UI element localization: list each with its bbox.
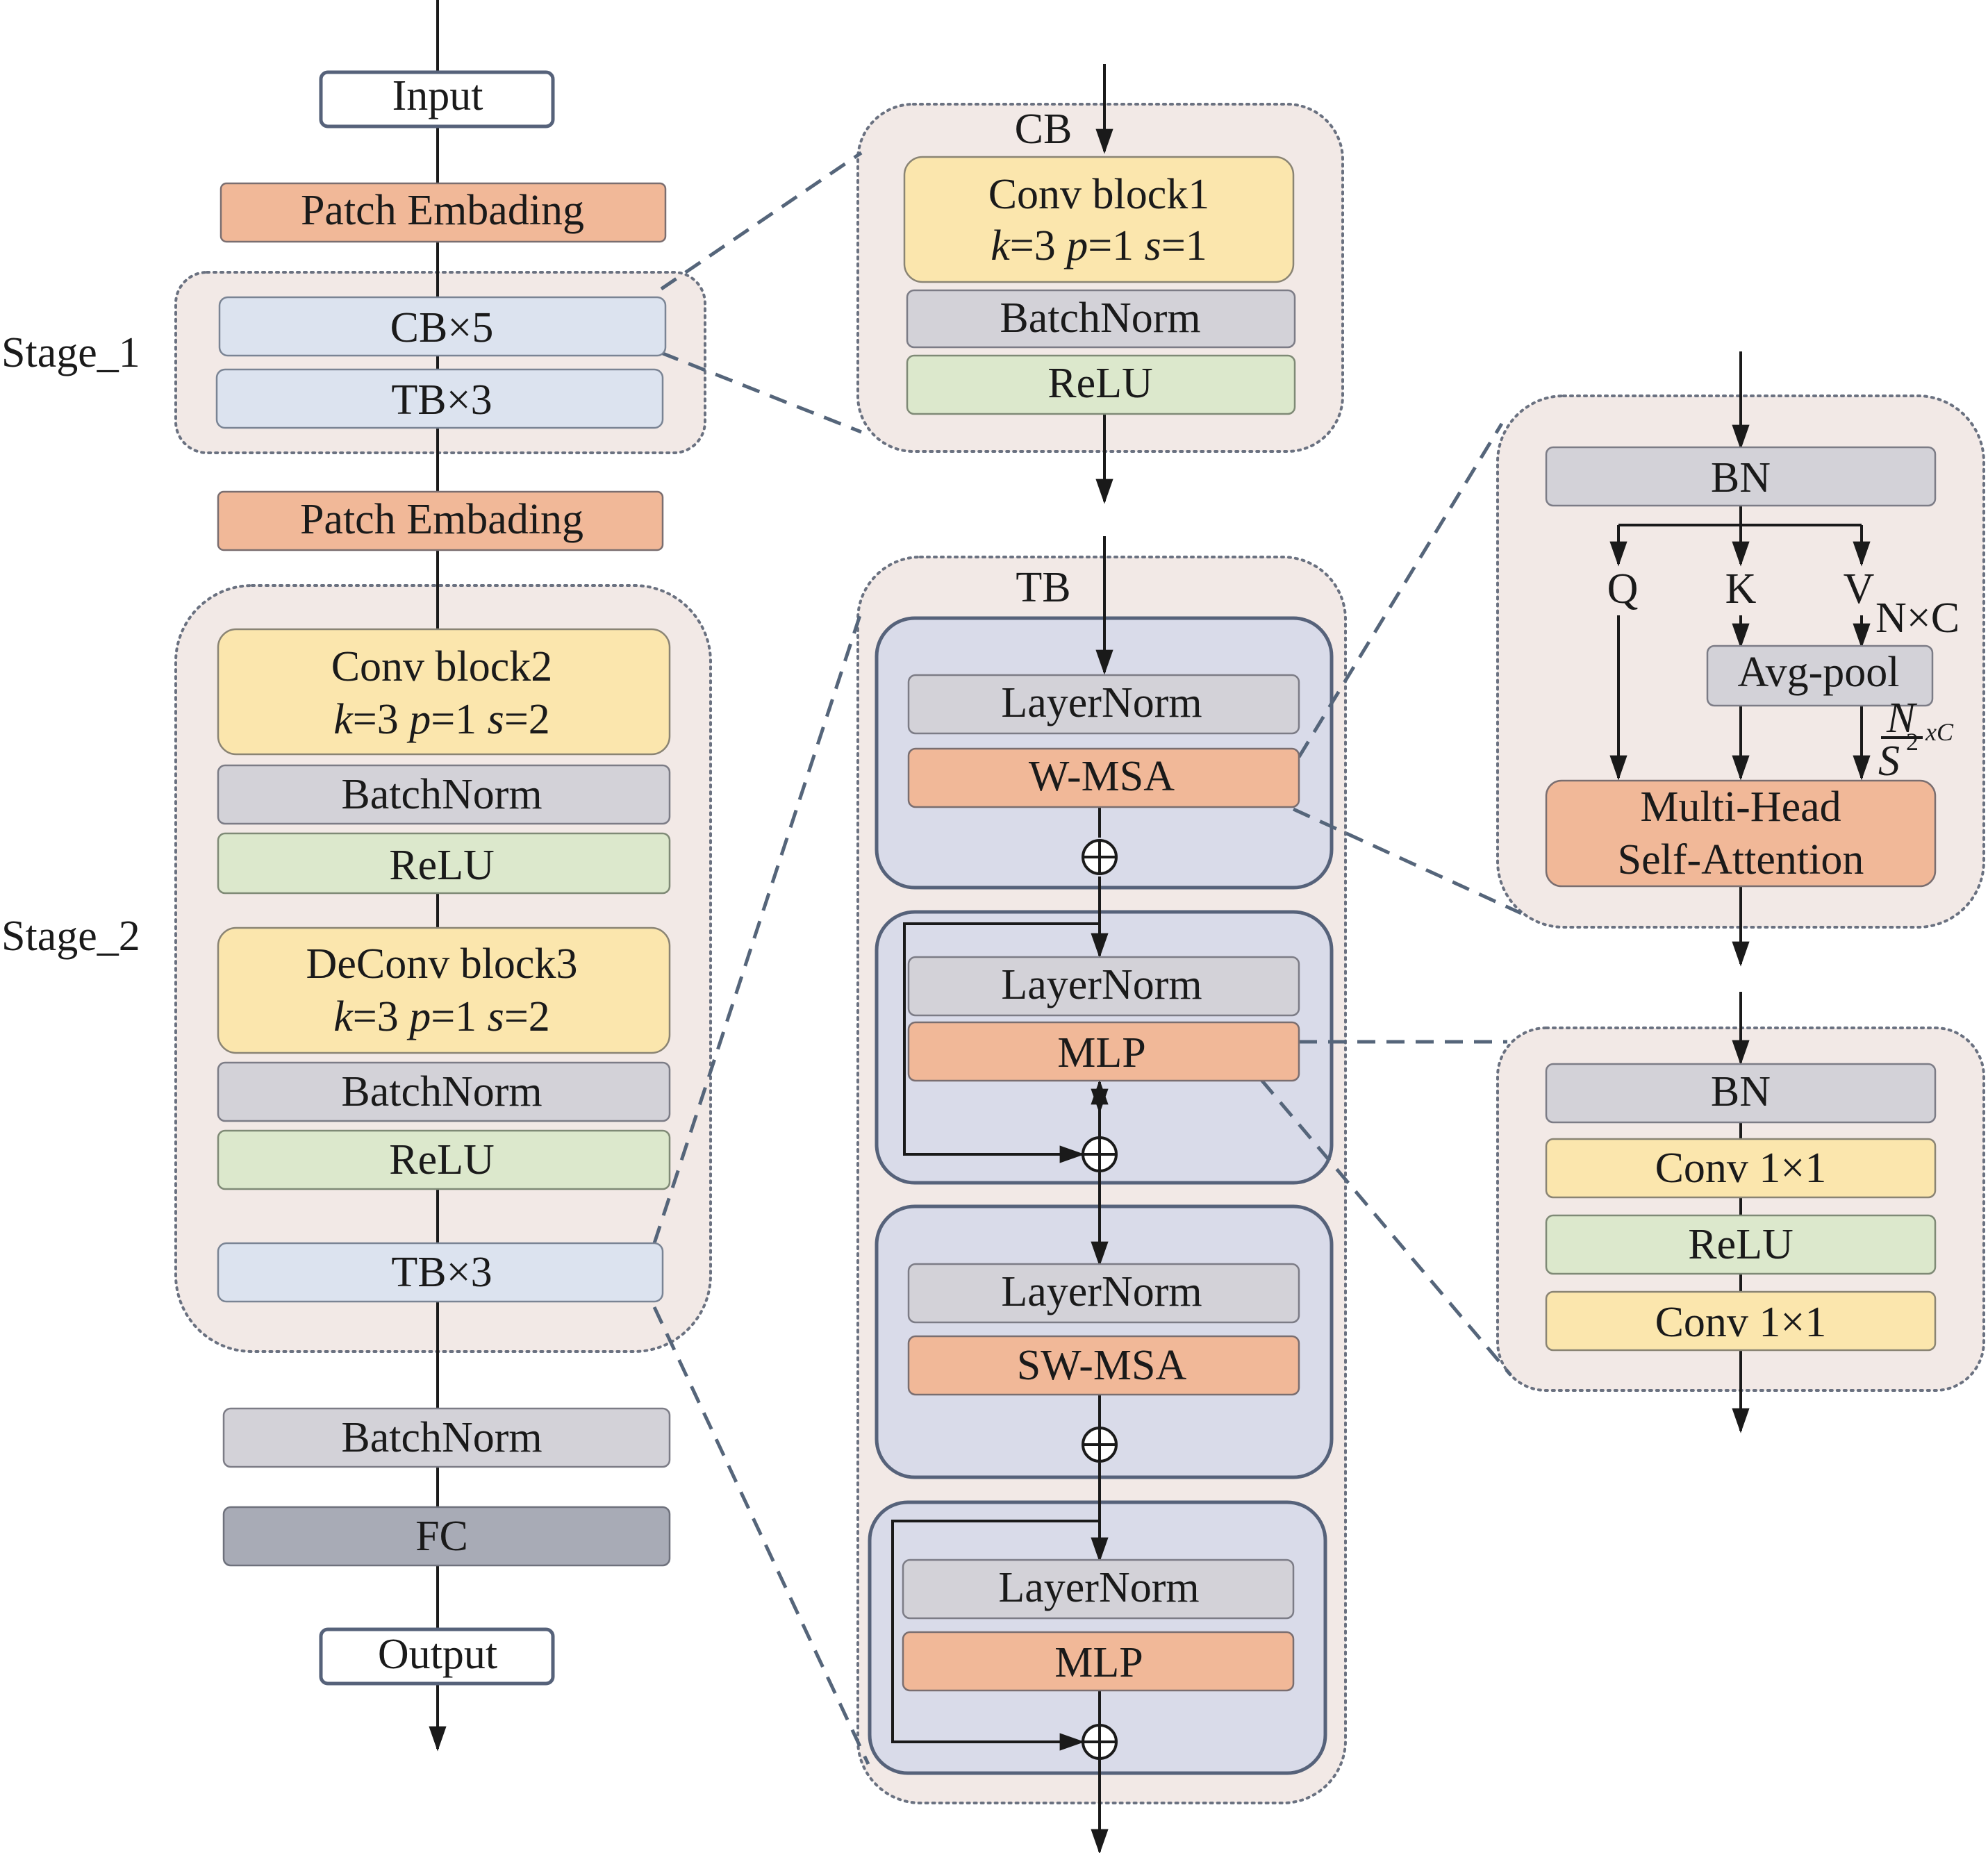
cb-x5-label: CB×5 bbox=[390, 304, 494, 351]
frac-suffix: xC bbox=[1925, 718, 1954, 746]
mlp-zoom-line-bottom bbox=[1260, 1079, 1512, 1377]
tb-layernorm-4 bbox=[902, 1559, 1295, 1620]
tb-layernorm-3 bbox=[907, 1263, 1300, 1324]
conv-block2-params: k=3 p=1 s=2 bbox=[333, 696, 550, 743]
tb-mlp-2-label: MLP bbox=[1054, 1639, 1143, 1686]
frac-numerator: N bbox=[1886, 695, 1918, 742]
cb-batchnorm bbox=[906, 289, 1296, 349]
tb-layernorm-2 bbox=[907, 956, 1300, 1017]
patch-embedding-1 bbox=[219, 182, 667, 243]
conv-block1-title: Conv block1 bbox=[988, 171, 1210, 218]
tb-mlp-1-label: MLP bbox=[1057, 1029, 1145, 1077]
frac-exponent: 2 bbox=[1906, 728, 1919, 756]
patch-embedding-2-label: Patch Embading bbox=[300, 496, 583, 543]
batchnorm-2-label: BatchNorm bbox=[341, 1068, 542, 1115]
fc-box bbox=[222, 1506, 671, 1567]
relu-2-label: ReLU bbox=[389, 1136, 495, 1183]
fc-label: FC bbox=[415, 1513, 468, 1560]
tb-wmsa bbox=[907, 747, 1300, 808]
multi-head-self-attention bbox=[1545, 779, 1937, 888]
relu-1-label: ReLU bbox=[389, 842, 495, 889]
mlp-conv-b bbox=[1545, 1290, 1937, 1352]
avg-pool bbox=[1706, 645, 1934, 707]
mlp-relu bbox=[1545, 1214, 1937, 1275]
relu-2 bbox=[217, 1129, 671, 1190]
cb-title: CB bbox=[1015, 106, 1072, 153]
deconv-block3-params: k=3 p=1 s=2 bbox=[333, 993, 550, 1040]
cb-x5-box bbox=[218, 296, 667, 357]
conv-block2 bbox=[217, 628, 671, 756]
attn-bn-label: BN bbox=[1711, 454, 1771, 501]
batchnorm-final-label: BatchNorm bbox=[341, 1414, 542, 1461]
tb-swmsa bbox=[907, 1335, 1300, 1396]
tb-zoom-line-bottom bbox=[652, 1306, 870, 1765]
relu-1 bbox=[217, 832, 671, 895]
batchnorm-1-label: BatchNorm bbox=[341, 771, 542, 818]
patch-embedding-1-label: Patch Embading bbox=[301, 187, 584, 234]
frac-denominator: S bbox=[1878, 738, 1900, 785]
nxc-label: N×C bbox=[1875, 595, 1960, 642]
stage1-label: Stage_1 bbox=[1, 329, 140, 376]
avg-pool-label: Avg-pool bbox=[1737, 649, 1899, 696]
tb-zoom-line-top bbox=[652, 610, 863, 1244]
mlp-bn-label: BN bbox=[1711, 1068, 1771, 1115]
cb-zoom-line-bottom bbox=[661, 351, 862, 434]
conv-block1 bbox=[903, 156, 1295, 283]
batchnorm-final bbox=[222, 1407, 671, 1468]
tb-x3-stage1-box bbox=[215, 368, 664, 429]
conv-block2-title: Conv block2 bbox=[331, 643, 553, 690]
tb-mlp-1 bbox=[907, 1021, 1300, 1082]
mlp-bn bbox=[1545, 1063, 1937, 1124]
tb-swmsa-label: SW-MSA bbox=[1017, 1342, 1187, 1389]
mlp-conv-a-label: Conv 1×1 bbox=[1655, 1145, 1827, 1192]
cb-relu bbox=[906, 354, 1296, 415]
tb-mlp-2 bbox=[902, 1631, 1295, 1692]
mhsa-label-1: Multi-Head bbox=[1640, 783, 1841, 831]
attn-zoom-line-bottom bbox=[1292, 807, 1523, 915]
tb-x3-stage1-label: TB×3 bbox=[391, 376, 492, 424]
input-box bbox=[319, 70, 555, 128]
tb-layernorm-2-label: LayerNorm bbox=[1001, 961, 1202, 1008]
tb-layernorm-4-label: LayerNorm bbox=[998, 1564, 1199, 1611]
input-label: Input bbox=[392, 72, 483, 119]
tb-wmsa-label: W-MSA bbox=[1029, 753, 1175, 800]
v-label: V bbox=[1844, 565, 1875, 613]
stage2-label: Stage_2 bbox=[1, 913, 140, 960]
tb-x3-stage2-box bbox=[217, 1242, 664, 1303]
mlp-conv-a bbox=[1545, 1138, 1937, 1199]
tb-layernorm-3-label: LayerNorm bbox=[1001, 1268, 1202, 1315]
patch-embedding-2 bbox=[217, 490, 664, 551]
k-label: K bbox=[1725, 565, 1757, 613]
output-label: Output bbox=[378, 1631, 497, 1678]
deconv-block3 bbox=[217, 927, 671, 1054]
q-label: Q bbox=[1607, 565, 1639, 613]
batchnorm-1 bbox=[217, 764, 671, 825]
attn-bn bbox=[1545, 446, 1937, 507]
conv-block1-params: k=3 p=1 s=1 bbox=[991, 222, 1207, 269]
deconv-block3-title: DeConv block3 bbox=[306, 940, 578, 988]
mlp-relu-label: ReLU bbox=[1688, 1221, 1794, 1268]
batchnorm-2 bbox=[217, 1061, 671, 1122]
tb-layernorm-1-label: LayerNorm bbox=[1001, 679, 1202, 726]
tb-layernorm-1 bbox=[907, 674, 1300, 735]
tb-x3-stage2-label: TB×3 bbox=[391, 1249, 492, 1296]
cb-zoom-line-top bbox=[660, 151, 863, 291]
cb-relu-label: ReLU bbox=[1047, 360, 1153, 407]
mhsa-label-2: Self-Attention bbox=[1618, 836, 1864, 883]
cb-batchnorm-label: BatchNorm bbox=[1000, 294, 1200, 342]
tb-title: TB bbox=[1016, 564, 1070, 611]
attn-zoom-line-top bbox=[1297, 422, 1504, 758]
output-box bbox=[319, 1627, 555, 1686]
mlp-conv-b-label: Conv 1×1 bbox=[1655, 1299, 1827, 1346]
